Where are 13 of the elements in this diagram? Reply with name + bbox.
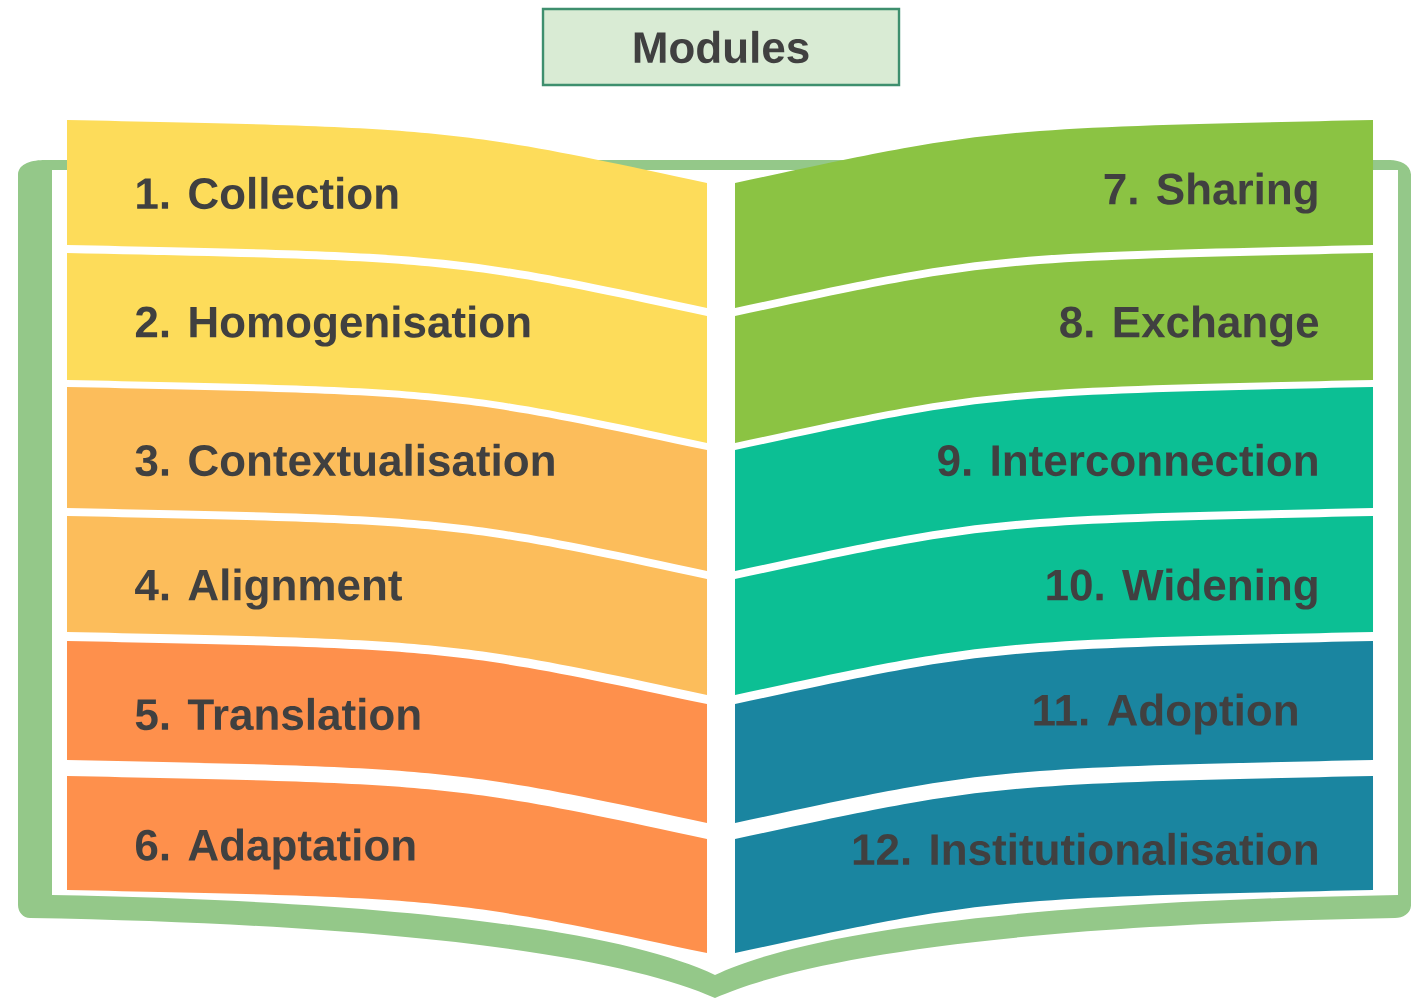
- band-label: 1. Collection: [137, 176, 398, 210]
- band-label: 8. Exchange: [1060, 305, 1319, 347]
- band-label: 6. Adaptation: [136, 828, 415, 870]
- band-label: 10. Widening: [1047, 568, 1317, 610]
- title-box: Modules: [541, 7, 901, 87]
- band-label: 5. Translation: [135, 697, 420, 731]
- band-label: 3. Contextualisation: [135, 443, 554, 477]
- band-label: 7. Sharing: [1104, 172, 1317, 214]
- band-label: 12. Institutionalisation: [853, 832, 1317, 866]
- band-label: 4. Alignment: [135, 568, 402, 610]
- band-label: 11. Adoption: [1034, 693, 1297, 735]
- band-label: 2. Homogenisation: [135, 305, 530, 347]
- band-label: 9. Interconnection: [938, 443, 1317, 477]
